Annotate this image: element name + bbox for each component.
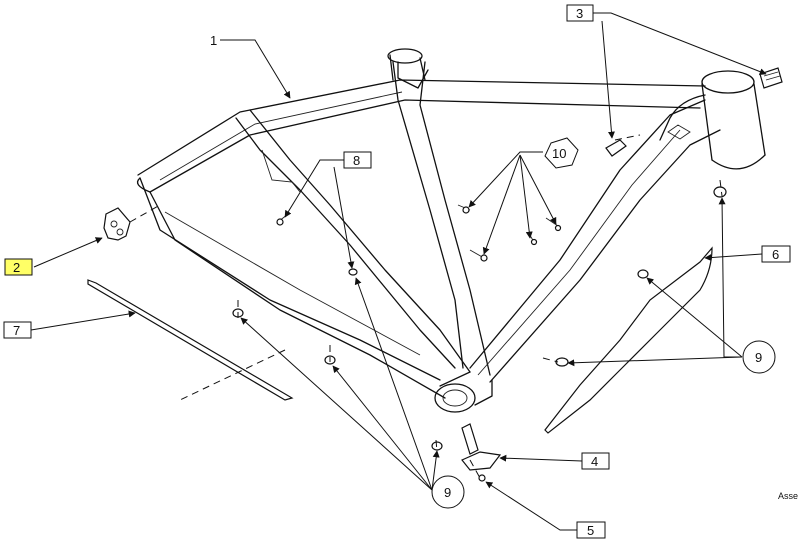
callout-1: 1 xyxy=(210,33,217,48)
callout-4-box xyxy=(581,452,610,470)
chainstay-protector-part xyxy=(87,279,294,401)
callout-6-box xyxy=(761,245,791,263)
callout-9-bottom-text: 9 xyxy=(444,485,451,500)
callout-6: 6 xyxy=(761,245,791,263)
rear-dropout-part xyxy=(103,207,131,241)
screw-parts-10 xyxy=(457,204,562,262)
callout-5: 5 xyxy=(576,521,606,539)
callout-9-bottom-circle xyxy=(431,475,465,509)
callout-4: 4 xyxy=(581,452,610,470)
callout-4-text: 4 xyxy=(591,454,598,469)
clip-part xyxy=(605,67,783,157)
cable-guide-part xyxy=(461,423,502,482)
callout-8-box xyxy=(343,151,372,169)
callout-3-box xyxy=(566,4,594,22)
callout-8: 8 xyxy=(343,151,372,169)
callout-7-text: 7 xyxy=(13,323,20,338)
callout-9-right-circle xyxy=(742,340,776,374)
callout-6-text: 6 xyxy=(772,247,779,262)
assembly-title-fragment: Asse xyxy=(778,491,799,501)
callout-1-text: 1 xyxy=(210,33,217,48)
leader-lines xyxy=(30,12,767,531)
callout-2-text: 2 xyxy=(13,260,20,275)
callout-9-right-text: 9 xyxy=(755,350,762,365)
callout-2-box xyxy=(4,258,33,276)
callout-3: 3 xyxy=(566,4,594,22)
callout-7: 7 xyxy=(3,321,32,339)
callout-8-text: 8 xyxy=(353,153,360,168)
callout-3-text: 3 xyxy=(576,6,583,21)
callout-5-box xyxy=(576,521,606,539)
downtube-protector-part xyxy=(544,246,713,434)
callout-9-bottom: 9 xyxy=(431,475,465,509)
callout-2: 2 xyxy=(4,258,33,276)
callout-10: 10 xyxy=(544,137,579,169)
callout-10-text: 10 xyxy=(552,146,566,161)
callout-7-box xyxy=(3,321,32,339)
callout-5-text: 5 xyxy=(587,523,594,538)
bicycle-frame xyxy=(136,48,766,413)
assembly-center-lines xyxy=(129,134,723,479)
callout-10-hexagon xyxy=(544,137,579,169)
callout-9-right: 9 xyxy=(742,340,776,374)
